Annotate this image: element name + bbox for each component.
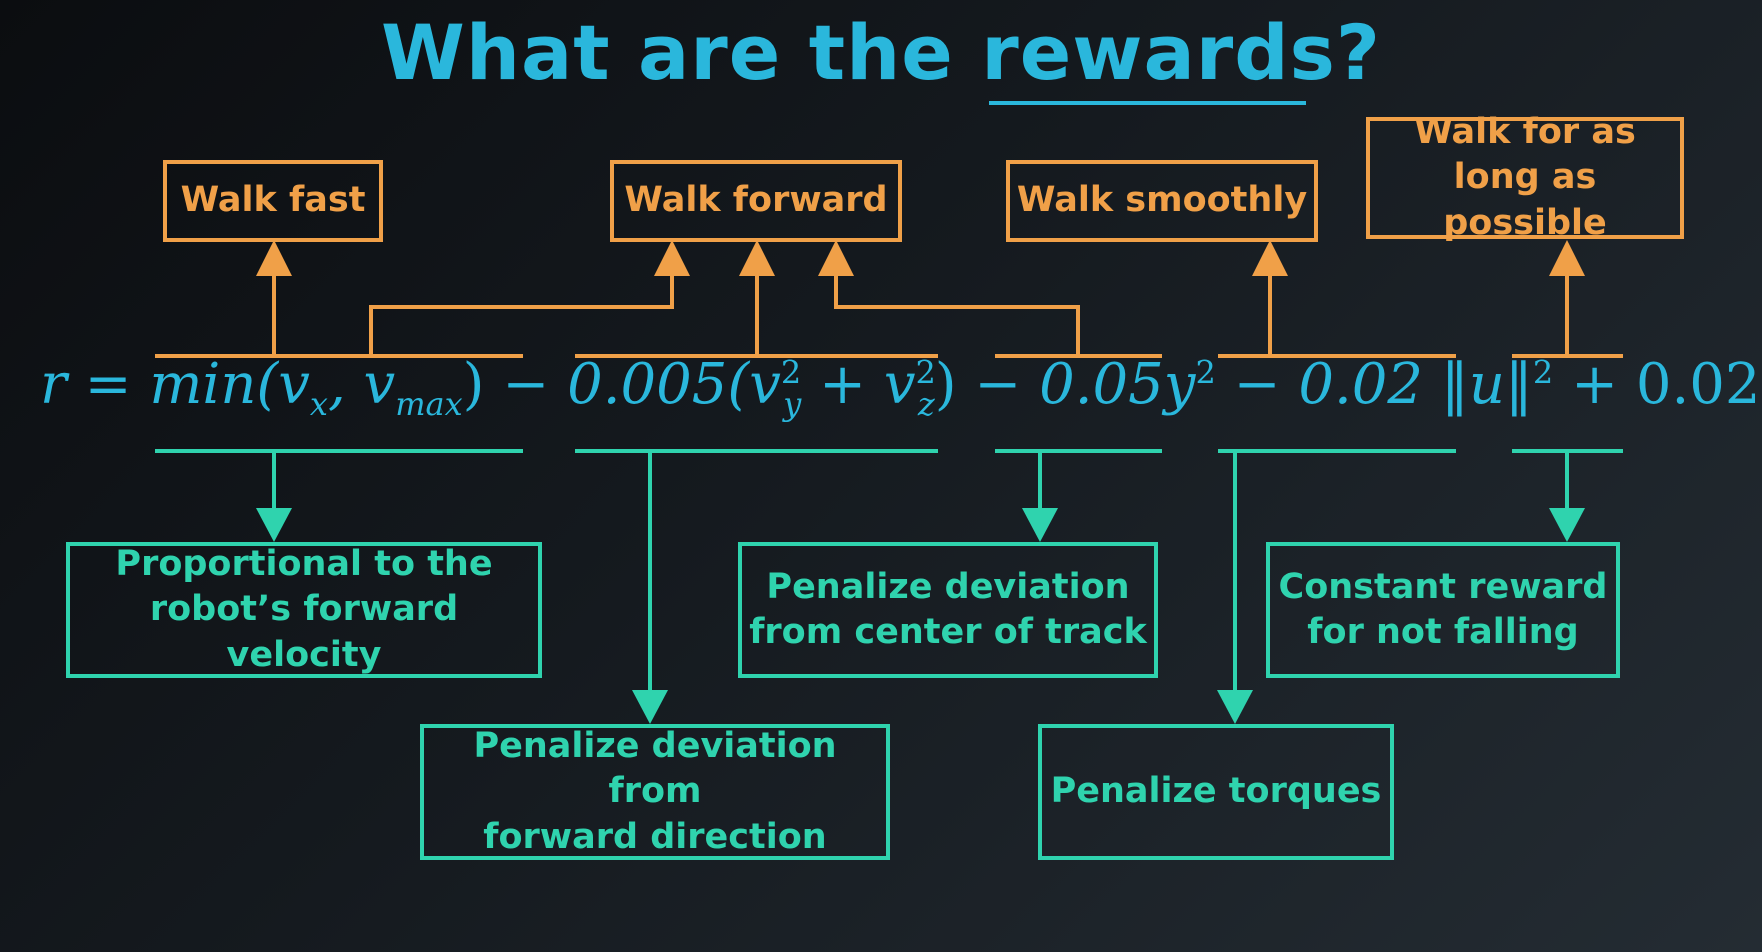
arrow-velocity <box>256 508 292 542</box>
line-term3-walk-forward <box>834 262 1080 356</box>
goal-walk-fast-label: Walk fast <box>180 180 366 221</box>
explain-torques-label: Penalize torques <box>1050 771 1382 812</box>
explain-torques: Penalize torques <box>1038 724 1394 860</box>
explain-constant-label: Constant reward for not falling <box>1278 566 1608 653</box>
title-suffix: ? <box>1335 8 1381 97</box>
goal-walk-forward-label: Walk forward <box>624 180 888 221</box>
goal-walk-long-label: Walk for as long as possible <box>1414 111 1636 243</box>
arrow-torques <box>1217 690 1253 724</box>
goal-walk-fast: Walk fast <box>163 160 383 242</box>
arrow-walk-forward-right <box>818 240 854 276</box>
formula-lhs: r <box>40 352 67 417</box>
line-term1-walk-forward <box>369 262 674 356</box>
explain-velocity: Proportional to the robot’s forward velo… <box>66 542 542 678</box>
arrow-center-track <box>1022 508 1058 542</box>
formula-term5: 0.02 <box>1635 352 1761 417</box>
formula-term4: 0.02 ‖u‖2 <box>1298 352 1554 417</box>
orange-connectors <box>155 262 1623 358</box>
formula-minus-1: − <box>502 352 550 417</box>
goal-walk-forward: Walk forward <box>610 160 902 242</box>
arrow-walk-smoothly <box>1252 240 1288 276</box>
arrow-walk-forward-mid <box>739 240 775 276</box>
reward-formula: r = min(vx, vmax) − 0.005(v2y + v2z) − 0… <box>40 352 1761 442</box>
arrow-walk-long <box>1549 240 1585 276</box>
title-highlight: rewards <box>981 8 1336 105</box>
green-connectors <box>155 449 1623 701</box>
formula-minus-3: − <box>1233 352 1281 417</box>
formula-term1: min(vx, vmax) <box>149 352 485 424</box>
arrow-walk-forward-left <box>654 240 690 276</box>
page-title: What are the rewards? <box>0 8 1762 105</box>
goal-walk-smoothly: Walk smoothly <box>1006 160 1318 242</box>
explain-center-track: Penalize deviation from center of track <box>738 542 1158 678</box>
explain-velocity-label: Proportional to the robot’s forward velo… <box>115 543 493 675</box>
explain-center-track-label: Penalize deviation from center of track <box>749 566 1147 653</box>
goal-walk-smoothly-label: Walk smoothly <box>1016 180 1308 221</box>
formula-term2: 0.005(v2y + v2z) <box>567 352 957 424</box>
arrow-forward-direction <box>632 690 668 724</box>
arrow-walk-fast <box>256 240 292 276</box>
orange-arrowheads <box>256 240 1585 276</box>
formula-term3: 0.05y2 <box>1039 352 1216 417</box>
green-arrowheads <box>256 508 1585 724</box>
goal-walk-long: Walk for as long as possible <box>1366 112 1684 243</box>
formula-plus: + <box>1571 352 1618 417</box>
formula-minus-2: − <box>974 352 1022 417</box>
formula-equals: = <box>84 352 132 417</box>
arrow-constant <box>1549 508 1585 542</box>
explain-forward-direction-label: Penalize deviation from forward directio… <box>473 725 837 857</box>
explain-forward-direction: Penalize deviation from forward directio… <box>420 724 890 860</box>
title-prefix: What are the <box>381 8 982 97</box>
explain-constant: Constant reward for not falling <box>1266 542 1620 678</box>
